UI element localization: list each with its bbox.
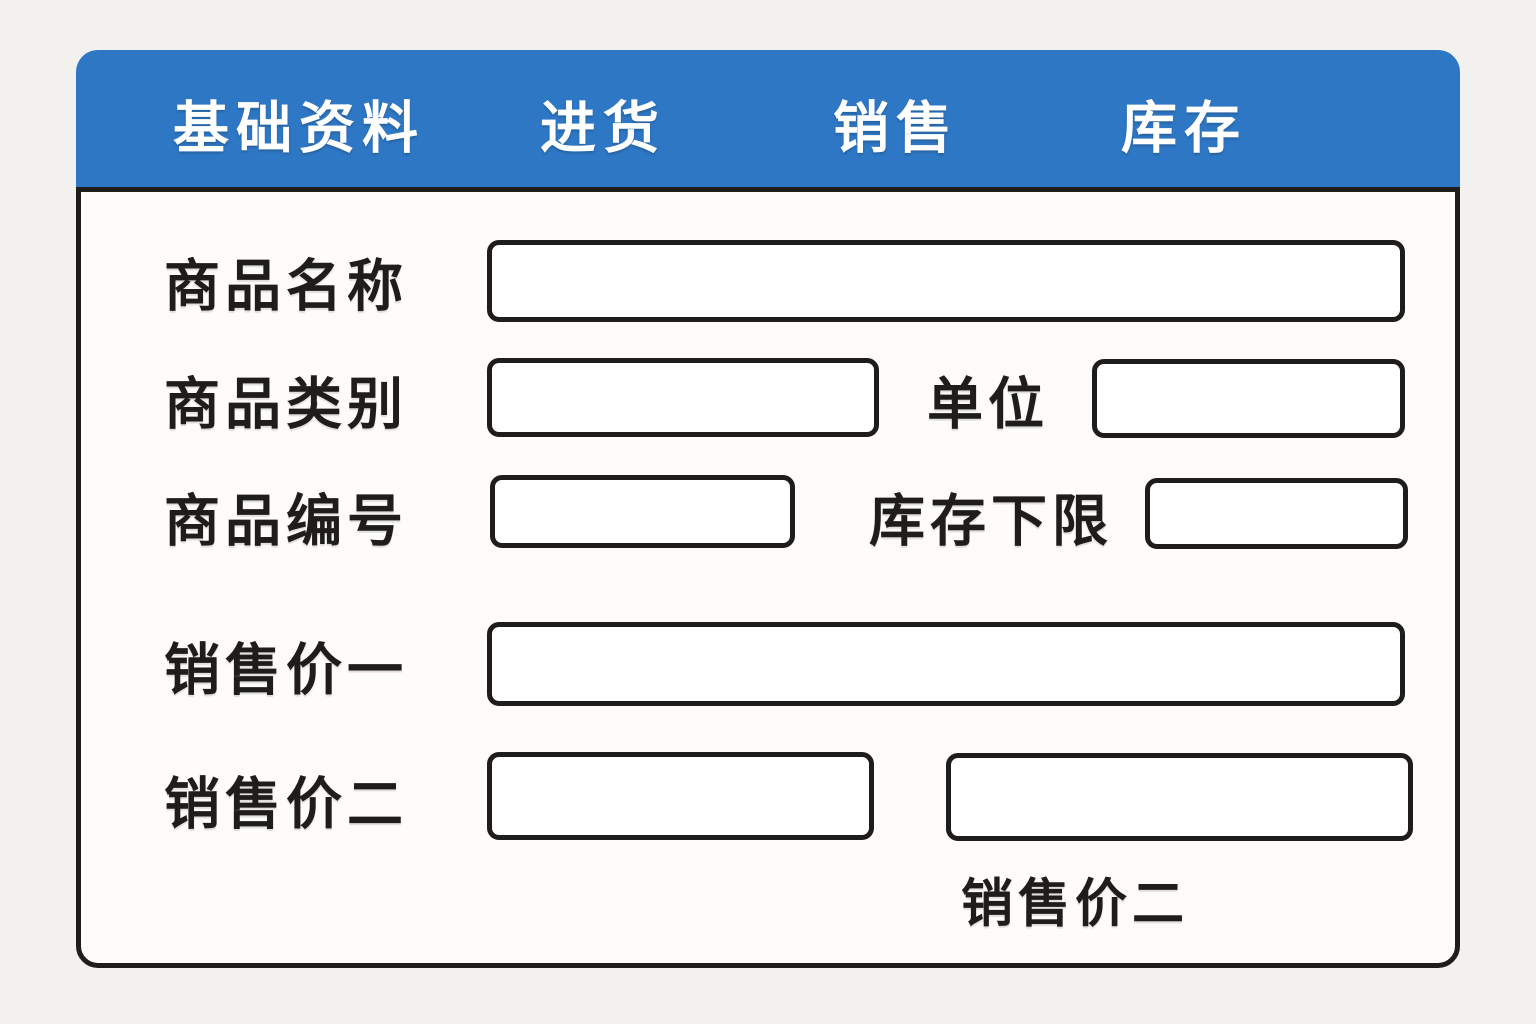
product-code-input[interactable] <box>490 475 795 548</box>
sales-price-1-label: 销售价一 <box>164 638 408 702</box>
product-code-label: 商品编号 <box>164 489 408 553</box>
product-name-label: 商品名称 <box>164 254 408 318</box>
product-name-input[interactable] <box>487 240 1405 322</box>
unit-input[interactable] <box>1092 359 1405 438</box>
stock-lower-limit-input[interactable] <box>1145 478 1408 549</box>
tab-purchase[interactable]: 进货 <box>540 96 666 160</box>
tab-basic-info[interactable]: 基础资料 <box>173 96 425 160</box>
form-area: 商品名称 商品类别 单位 商品编号 库存下限 销售价一 销售价二 销售价二 <box>76 187 1460 968</box>
tab-sales[interactable]: 销售 <box>833 96 959 160</box>
tab-inventory[interactable]: 库存 <box>1121 96 1247 160</box>
sales-price-2-caption: 销售价二 <box>960 875 1190 934</box>
sales-price-2-label: 销售价二 <box>164 772 408 836</box>
sales-price-2-input[interactable] <box>487 752 874 840</box>
tab-bar: 基础资料 进货 销售 库存 <box>76 50 1460 187</box>
unit-label: 单位 <box>927 372 1049 436</box>
sales-price-1-input[interactable] <box>487 622 1405 706</box>
stock-lower-limit-label: 库存下限 <box>869 489 1113 553</box>
product-category-label: 商品类别 <box>164 372 408 436</box>
product-category-input[interactable] <box>487 358 879 437</box>
sales-price-2-secondary-input[interactable] <box>946 753 1413 841</box>
app-window: 基础资料 进货 销售 库存 商品名称 商品类别 单位 商品编号 库存下限 销售价… <box>76 50 1460 968</box>
